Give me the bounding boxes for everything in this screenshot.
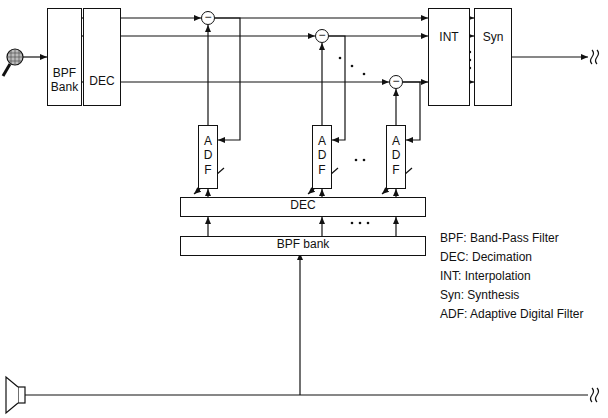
node-text: BPF bank — [181, 238, 425, 252]
subtractor: − — [315, 29, 329, 43]
connector — [121, 17, 201, 18]
synthesis-box: Syn — [474, 8, 512, 106]
interpolation-box: INT — [428, 8, 470, 106]
connector — [321, 43, 322, 125]
node-text: − — [390, 76, 402, 87]
connector — [207, 25, 208, 125]
node-text: DEC — [181, 199, 425, 213]
subtractor: − — [201, 11, 215, 25]
decimation-box: DEC — [180, 197, 426, 217]
connector — [395, 89, 396, 125]
connector — [395, 217, 396, 236]
filter-bank-box: BPF bank — [180, 236, 426, 256]
connector — [321, 189, 322, 197]
connector — [395, 189, 396, 197]
adaptive-filter-box: ADF — [386, 125, 406, 189]
connector — [215, 18, 240, 140]
adaptive-filter-box: ADF — [312, 125, 332, 189]
legend-note: BPF: Band-Pass Filter — [440, 231, 559, 247]
connector — [321, 217, 322, 236]
node-text: ADF — [390, 134, 402, 177]
adaptive-filter-box: ADF — [198, 125, 218, 189]
legend-note: Syn: Synthesis — [440, 288, 519, 304]
node-text: − — [316, 30, 328, 41]
connector — [207, 217, 208, 236]
node-text: BPF Bank — [48, 67, 81, 95]
filter-bank-box: BPF Bank — [47, 8, 82, 106]
node-text: INT — [429, 31, 469, 45]
node-text: ADF — [202, 134, 214, 177]
node-text: DEC — [84, 75, 120, 89]
node-text: − — [202, 12, 214, 23]
connector — [207, 189, 208, 197]
connector — [121, 81, 389, 82]
legend-note: INT: Interpolation — [440, 269, 531, 285]
subtractor: − — [389, 75, 403, 89]
legend-note: ADF: Adaptive Digital Filter — [440, 307, 583, 323]
node-text: Syn — [475, 31, 511, 45]
connector — [215, 17, 428, 18]
connector — [121, 35, 315, 36]
legend-note: DEC: Decimation — [440, 250, 532, 266]
decimation-box: DEC — [83, 8, 121, 106]
node-text: ADF — [316, 134, 328, 177]
